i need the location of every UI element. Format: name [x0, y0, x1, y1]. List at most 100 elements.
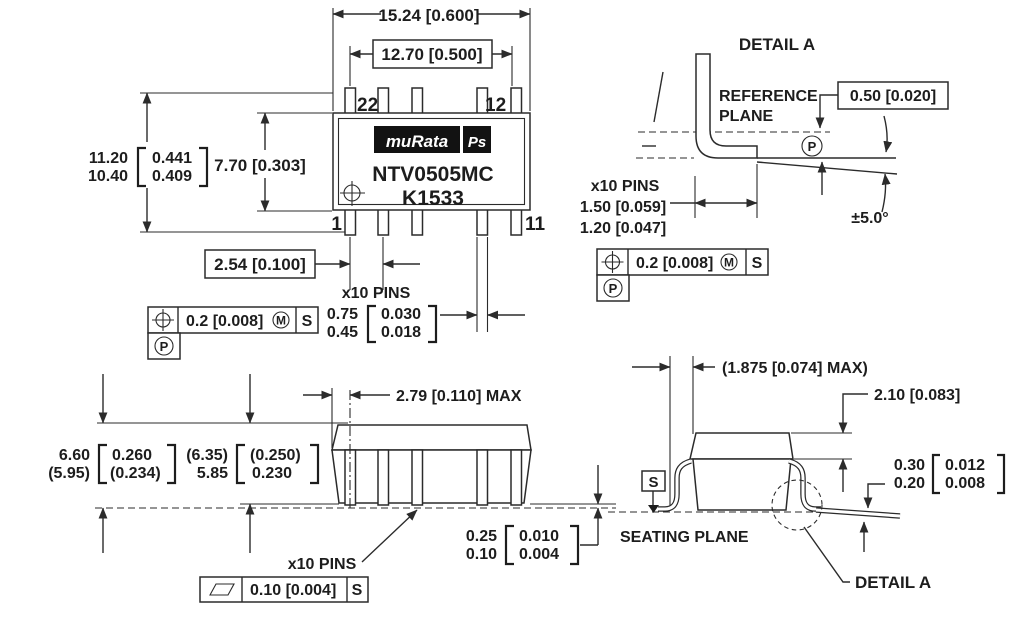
- position-tolerance-frame: 0.2 [0.008] M S P: [147, 306, 319, 360]
- datum-p-icon: [801, 135, 823, 157]
- dim-pin-width-in-max: 0.030: [381, 306, 421, 323]
- datum-s-letter: S: [648, 474, 658, 491]
- dim-lead-thickness-in-min: 0.008: [945, 475, 985, 492]
- bracket-close: [199, 146, 209, 188]
- dim-lead-thickness-in-max: 0.012: [945, 457, 985, 474]
- bracket-open: [366, 304, 376, 344]
- pin: [411, 87, 424, 115]
- angle-tolerance: ±5.0°: [851, 210, 888, 227]
- dim-body-in-min: 0.230: [252, 465, 292, 482]
- dim-body-mm-min: 5.85: [197, 465, 228, 482]
- dim-height-in-min: 0.409: [152, 168, 192, 185]
- bracket-open: [504, 524, 514, 566]
- dim-height-in-max: 0.441: [152, 150, 192, 167]
- package-lid: [331, 424, 532, 451]
- datum-p-letter: P: [160, 339, 169, 354]
- dim-pin-width-mm-max: 0.75: [327, 306, 358, 323]
- dim-lead-thickness-mm-max: 0.30: [894, 457, 925, 474]
- lead-cross-section: [695, 53, 758, 159]
- mmc-modifier-icon: [272, 311, 290, 329]
- bracket-open: [931, 453, 940, 495]
- pins-count-note: x10 PINS: [591, 178, 660, 195]
- pin: [476, 449, 489, 506]
- flatness-tolerance-frame: 0.10 [0.004] S: [199, 576, 369, 603]
- datum-p-icon: [154, 336, 174, 356]
- dim-seated-mm-max: 6.60: [59, 447, 90, 464]
- bracket-open: [97, 443, 107, 485]
- dim-body-in-max: (0.250): [250, 447, 301, 464]
- dim-seated-mm-min: (5.95): [48, 465, 90, 482]
- flatness-symbol-icon: [209, 583, 235, 596]
- pins-count-note: x10 PINS: [342, 285, 411, 302]
- angle-arc-arrow: [881, 173, 891, 213]
- top-view: 15.24 [0.600] 12.70 [0.500] 22 12 1 11 m…: [88, 6, 546, 360]
- dim-outer-width: 15.24 [0.600]: [378, 6, 479, 25]
- bracket-open: [136, 146, 146, 188]
- pin: [476, 208, 489, 236]
- package-body-inner: [337, 117, 526, 206]
- pin: [377, 87, 390, 115]
- dim-end-clearance: 2.79 [0.110] MAX: [396, 388, 522, 405]
- dim-pin-span: 12.70 [0.500]: [381, 45, 482, 64]
- dim-foot-mm-max: 1.50 [0.059]: [580, 199, 666, 216]
- gull-wing-lead-fill: [788, 459, 821, 511]
- mmc-modifier-letter: M: [276, 314, 286, 328]
- side-view: 6.60 (5.95) 0.260 (0.234) (6.35) 5.85 (0…: [48, 374, 616, 603]
- bracket-close: [570, 524, 580, 566]
- pin: [344, 208, 357, 236]
- dim-height-mm-max: 11.20: [89, 150, 128, 167]
- dim-lead-thickness-mm-min: 0.20: [894, 475, 925, 492]
- package-body: [692, 458, 792, 511]
- logo-plate-suffix: [463, 126, 491, 153]
- pin: [510, 449, 523, 506]
- lead-tilt-line: [756, 161, 898, 175]
- reference-plane-label: REFERENCE: [719, 88, 818, 105]
- detail-a-view: DETAIL A REFERENCE PLANE 0.50 [0.020] P …: [580, 35, 949, 302]
- dimension-label-box: [837, 81, 949, 110]
- pins-count-note: x10 PINS: [288, 556, 357, 573]
- dim-pin-pitch: 2.54 [0.100]: [214, 255, 306, 274]
- dim-pin-width-in-min: 0.018: [381, 324, 421, 341]
- position-symbol-icon: [152, 309, 174, 331]
- dim-seated-in-min: (0.234): [110, 465, 161, 482]
- dim-lead-span: (1.875 [0.074] MAX): [722, 360, 868, 377]
- ps-logo: Ps: [468, 134, 486, 151]
- pin1-index-mark: [340, 181, 365, 206]
- dim-standoff-in-min: 0.004: [519, 546, 559, 563]
- bracket-close: [167, 443, 177, 485]
- angle-arc-arrow: [883, 115, 893, 153]
- datum-s: S: [302, 313, 313, 330]
- dim-foot-mm-min: 1.20 [0.047]: [580, 220, 666, 237]
- dim-height-mm-min: 10.40: [88, 168, 128, 185]
- dimension-leader-arrow: [863, 483, 885, 509]
- package-body: [331, 449, 532, 504]
- dim-body-height: 7.70 [0.303]: [214, 156, 306, 175]
- datum-s: S: [352, 582, 363, 599]
- adjacent-pin-line: [653, 71, 664, 123]
- pin: [377, 449, 390, 506]
- seating-plane-label: SEATING PLANE: [620, 529, 749, 546]
- datum-triangle-icon: [648, 505, 659, 513]
- reference-plane-label: PLANE: [719, 108, 774, 125]
- detail-a-callout-circle: [771, 479, 823, 531]
- dim-body-mm-max: (6.35): [186, 447, 228, 464]
- pin-number-1: 1: [331, 214, 342, 235]
- detail-a-title: DETAIL A: [739, 35, 815, 54]
- pin-number-12: 12: [485, 95, 506, 116]
- dimension-label-box: [372, 39, 493, 69]
- pin: [377, 208, 390, 236]
- pin: [510, 87, 523, 115]
- bracket-close: [997, 453, 1006, 495]
- position-symbol-icon: [601, 251, 624, 273]
- dim-pin-width-mm-min: 0.45: [327, 324, 358, 341]
- dimension-label-box: [204, 249, 316, 279]
- mmc-modifier-icon: [720, 253, 738, 271]
- date-code: K1533: [402, 187, 464, 210]
- dim-standoff: 0.50 [0.020]: [850, 88, 936, 105]
- dim-standoff-mm-min: 0.10: [466, 546, 497, 563]
- detail-a-label: DETAIL A: [855, 573, 931, 592]
- pin: [510, 208, 523, 236]
- pin: [344, 87, 357, 115]
